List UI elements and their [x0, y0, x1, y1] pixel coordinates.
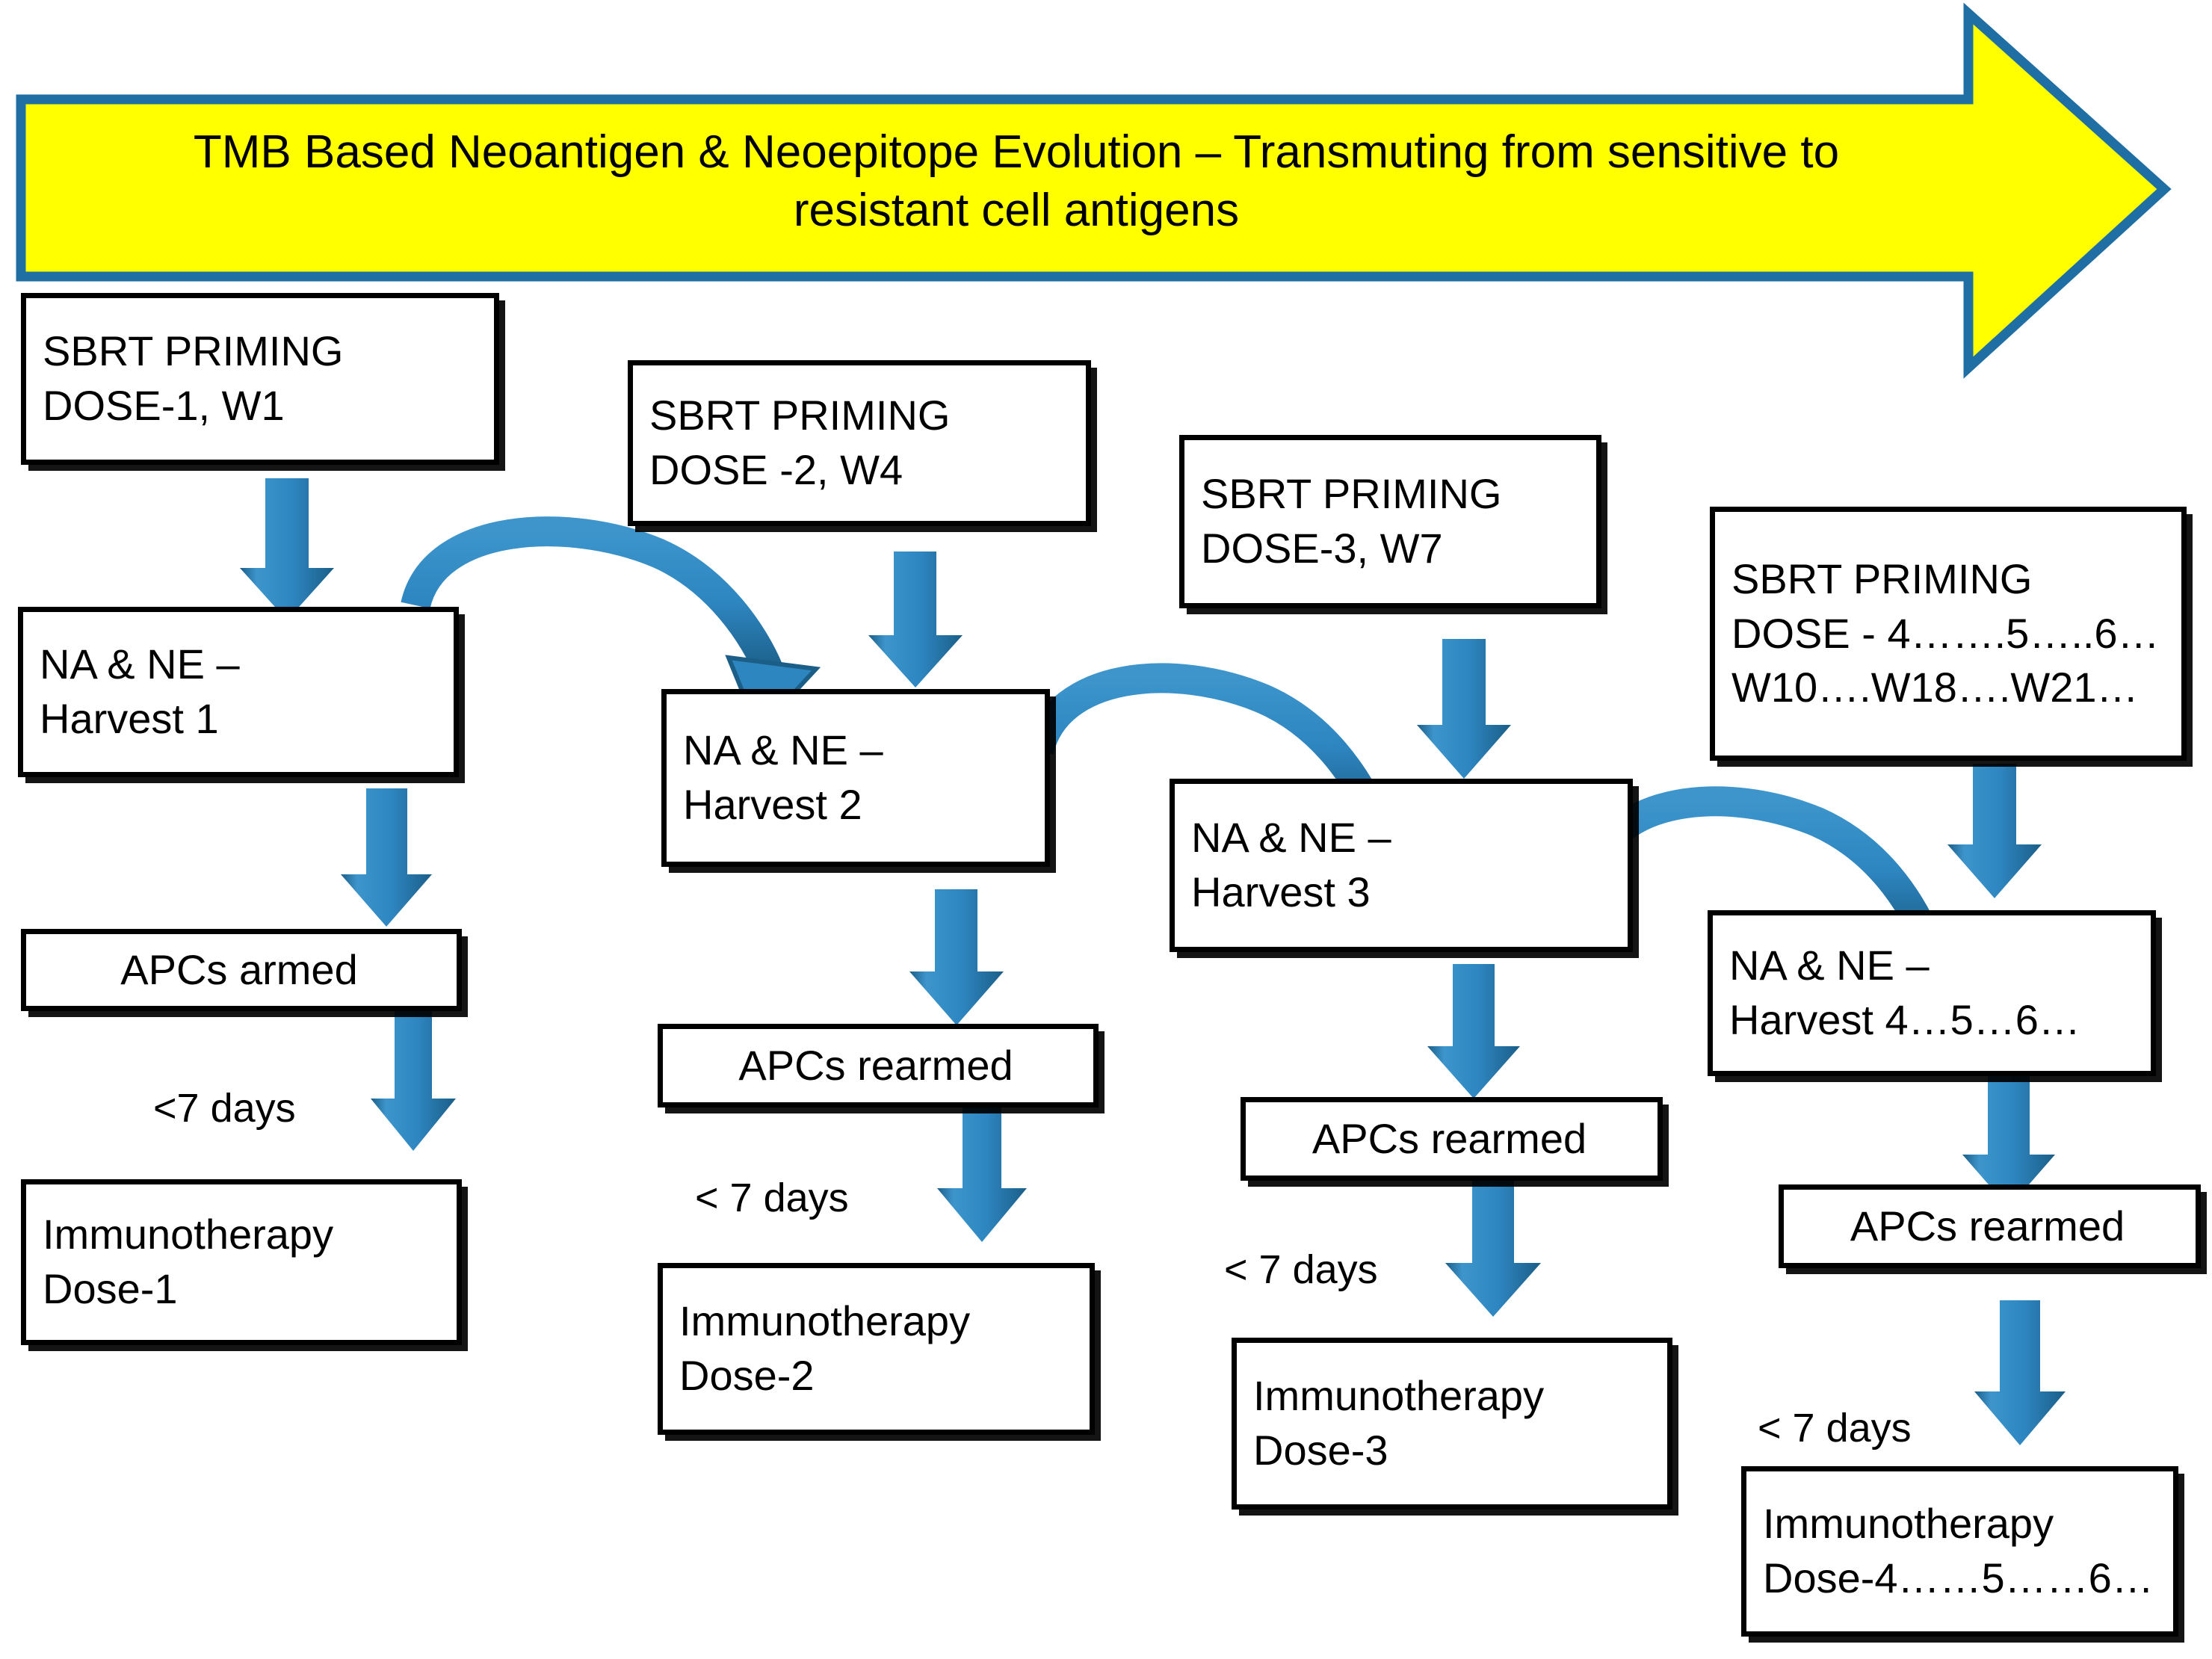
box-harvest-4[interactable]: NA & NE – Harvest 4…5…6… [1708, 910, 2156, 1076]
box-apc-2[interactable]: APCs rearmed [658, 1024, 1099, 1107]
box-apc-4-label: APCs rearmed [1850, 1202, 2125, 1249]
box-priming-3[interactable]: SBRT PRIMING DOSE-3, W7 [1179, 435, 1601, 608]
box-immunotherapy-3-label: Immunotherapy Dose-3 [1253, 1372, 1545, 1474]
box-priming-1-label: SBRT PRIMING DOSE-1, W1 [43, 327, 344, 429]
box-harvest-4-label: NA & NE – Harvest 4…5…6… [1729, 942, 2080, 1043]
box-immunotherapy-4[interactable]: Immunotherapy Dose-4……5……6… [1741, 1466, 2178, 1637]
down-arrow-icon [1974, 1300, 2066, 1445]
box-priming-2-label: SBRT PRIMING DOSE -2, W4 [649, 392, 951, 493]
box-immunotherapy-2[interactable]: Immunotherapy Dose-2 [658, 1263, 1095, 1435]
down-arrow-icon [1427, 964, 1520, 1099]
box-harvest-1[interactable]: NA & NE – Harvest 1 [18, 607, 459, 777]
box-immunotherapy-1[interactable]: Immunotherapy Dose-1 [21, 1179, 462, 1345]
box-apc-1-label: APCs armed [120, 945, 358, 993]
delay-label-1: <7 days [153, 1086, 296, 1131]
box-apc-4[interactable]: APCs rearmed [1779, 1184, 2201, 1268]
box-apc-1[interactable]: APCs armed [21, 929, 462, 1011]
box-harvest-3-label: NA & NE – Harvest 3 [1191, 814, 1391, 915]
banner-title: TMB Based Neoantigen & Neoepitope Evolut… [193, 126, 1840, 237]
box-priming-3-label: SBRT PRIMING DOSE-3, W7 [1201, 470, 1502, 572]
down-arrow-icon [1445, 1175, 1541, 1317]
box-priming-4-label: SBRT PRIMING DOSE - 4…….5…..6… W10….W18…… [1731, 554, 2160, 711]
box-priming-2[interactable]: SBRT PRIMING DOSE -2, W4 [628, 360, 1091, 526]
box-apc-3[interactable]: APCs rearmed [1241, 1097, 1663, 1181]
down-arrow-icon [341, 788, 432, 927]
box-priming-1[interactable]: SBRT PRIMING DOSE-1, W1 [21, 293, 499, 465]
delay-label-3: < 7 days [1224, 1247, 1378, 1292]
box-immunotherapy-2-label: Immunotherapy Dose-2 [679, 1297, 971, 1399]
box-harvest-1-label: NA & NE – Harvest 1 [40, 640, 240, 742]
right-banner-arrow-icon [16, 2, 2172, 379]
banner-arrow: TMB Based Neoantigen & Neoepitope Evolut… [15, 0, 2182, 381]
delay-label-2: < 7 days [695, 1175, 849, 1220]
box-harvest-2[interactable]: NA & NE – Harvest 2 [661, 689, 1050, 867]
box-immunotherapy-4-label: Immunotherapy Dose-4……5……6… [1763, 1500, 2154, 1601]
down-arrow-icon [868, 552, 963, 688]
box-harvest-2-label: NA & NE – Harvest 2 [683, 726, 883, 828]
box-priming-4[interactable]: SBRT PRIMING DOSE - 4…….5…..6… W10….W18…… [1710, 507, 2187, 761]
down-arrow-icon [240, 478, 334, 620]
box-immunotherapy-3[interactable]: Immunotherapy Dose-3 [1232, 1338, 1672, 1510]
down-arrow-icon [1417, 639, 1511, 779]
box-apc-3-label: APCs rearmed [1312, 1114, 1587, 1162]
down-arrow-icon [371, 1001, 456, 1151]
box-apc-2-label: APCs rearmed [738, 1041, 1013, 1089]
delay-label-4: < 7 days [1758, 1406, 1912, 1451]
box-harvest-3[interactable]: NA & NE – Harvest 3 [1170, 779, 1633, 952]
down-arrow-icon [909, 889, 1004, 1025]
down-arrow-icon [1947, 764, 2042, 898]
down-arrow-icon [937, 1100, 1027, 1242]
box-immunotherapy-1-label: Immunotherapy Dose-1 [43, 1211, 334, 1312]
